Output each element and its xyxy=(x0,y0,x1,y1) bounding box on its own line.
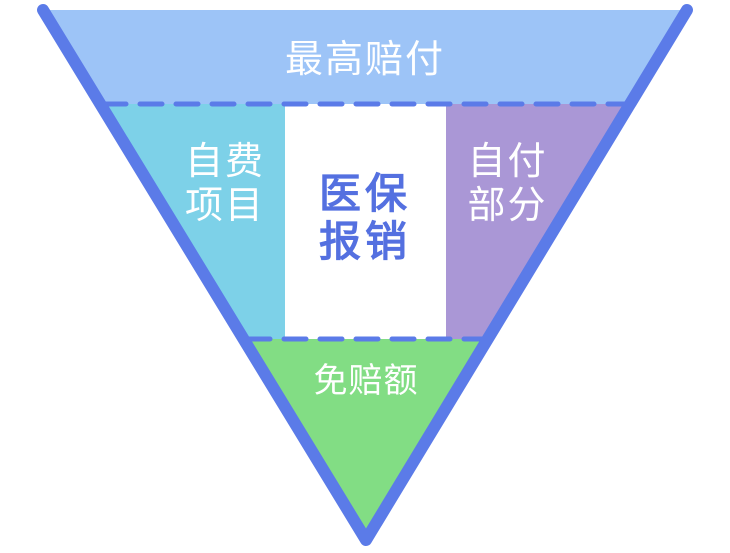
bottom-section xyxy=(243,339,488,540)
right-section-label: 自付 部分 xyxy=(467,139,548,227)
center-section-label: 医保 报销 xyxy=(318,169,411,267)
top-band xyxy=(43,10,687,104)
top-band-label: 最高赔付 xyxy=(284,37,445,81)
left-section xyxy=(100,104,285,339)
bottom-section-label: 免赔额 xyxy=(313,361,419,401)
right-section xyxy=(446,104,630,339)
left-section-label: 自费 项目 xyxy=(184,139,265,227)
center-section xyxy=(285,104,446,339)
triangle-border xyxy=(37,4,693,546)
